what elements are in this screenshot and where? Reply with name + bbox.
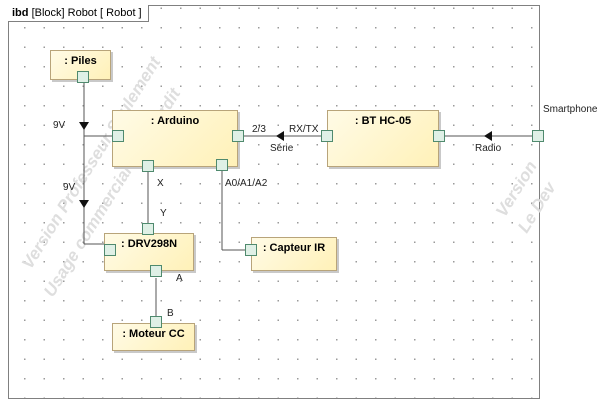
port-drv-a[interactable] [150, 265, 162, 277]
part-capteur-ir[interactable]: : Capteur IR [251, 237, 337, 271]
part-capteur-label: : Capteur IR [262, 242, 326, 254]
part-arduino[interactable]: : Arduino [112, 110, 238, 167]
arrow-9v-bottom [79, 200, 89, 208]
port-drv-power[interactable] [104, 244, 116, 256]
port-arduino-a[interactable] [216, 159, 228, 171]
part-drv-label: : DRV298N [120, 238, 178, 250]
part-moteur-label: : Moteur CC [122, 328, 185, 340]
arrow-serie [276, 131, 284, 141]
label-9v-top: 9V [53, 120, 66, 131]
part-bt-hc05[interactable]: : BT HC-05 [327, 110, 439, 167]
arrow-9v-top [79, 122, 89, 130]
port-arduino-x[interactable] [142, 160, 154, 172]
arrow-radio [484, 131, 492, 141]
part-piles-label: : Piles [64, 55, 97, 67]
label-9v-bottom: 9V [63, 182, 76, 193]
frame-keyword: ibd [12, 7, 29, 19]
part-piles[interactable]: : Piles [50, 50, 111, 80]
port-smartphone[interactable] [532, 130, 544, 142]
part-bt-label: : BT HC-05 [354, 115, 412, 127]
label-serie: Série [270, 143, 294, 154]
part-arduino-label: : Arduino [150, 115, 200, 127]
port-arduino-power[interactable] [112, 130, 124, 142]
port-drv-y[interactable] [142, 223, 154, 235]
label-a: A [176, 273, 183, 284]
port-capteur-in[interactable] [245, 244, 257, 256]
port-bt-radio[interactable] [433, 130, 445, 142]
label-pins-23: 2/3 [252, 124, 266, 135]
part-drv298n[interactable]: : DRV298N [104, 233, 194, 271]
label-b: B [167, 308, 174, 319]
label-a-pins: A0/A1/A2 [225, 178, 268, 189]
label-x: X [157, 178, 164, 189]
label-y: Y [160, 208, 167, 219]
label-rxtx: RX/TX [289, 124, 319, 135]
port-arduino-serial[interactable] [232, 130, 244, 142]
label-smartphone: Smartphone [543, 104, 598, 115]
label-radio: Radio [475, 143, 502, 154]
port-piles-out[interactable] [77, 71, 89, 83]
port-bt-serial[interactable] [321, 130, 333, 142]
frame-title: [Block] Robot [ Robot ] [31, 7, 142, 19]
frame-header: ibd [Block] Robot [ Robot ] [8, 5, 149, 22]
port-moteur-b[interactable] [150, 316, 162, 328]
